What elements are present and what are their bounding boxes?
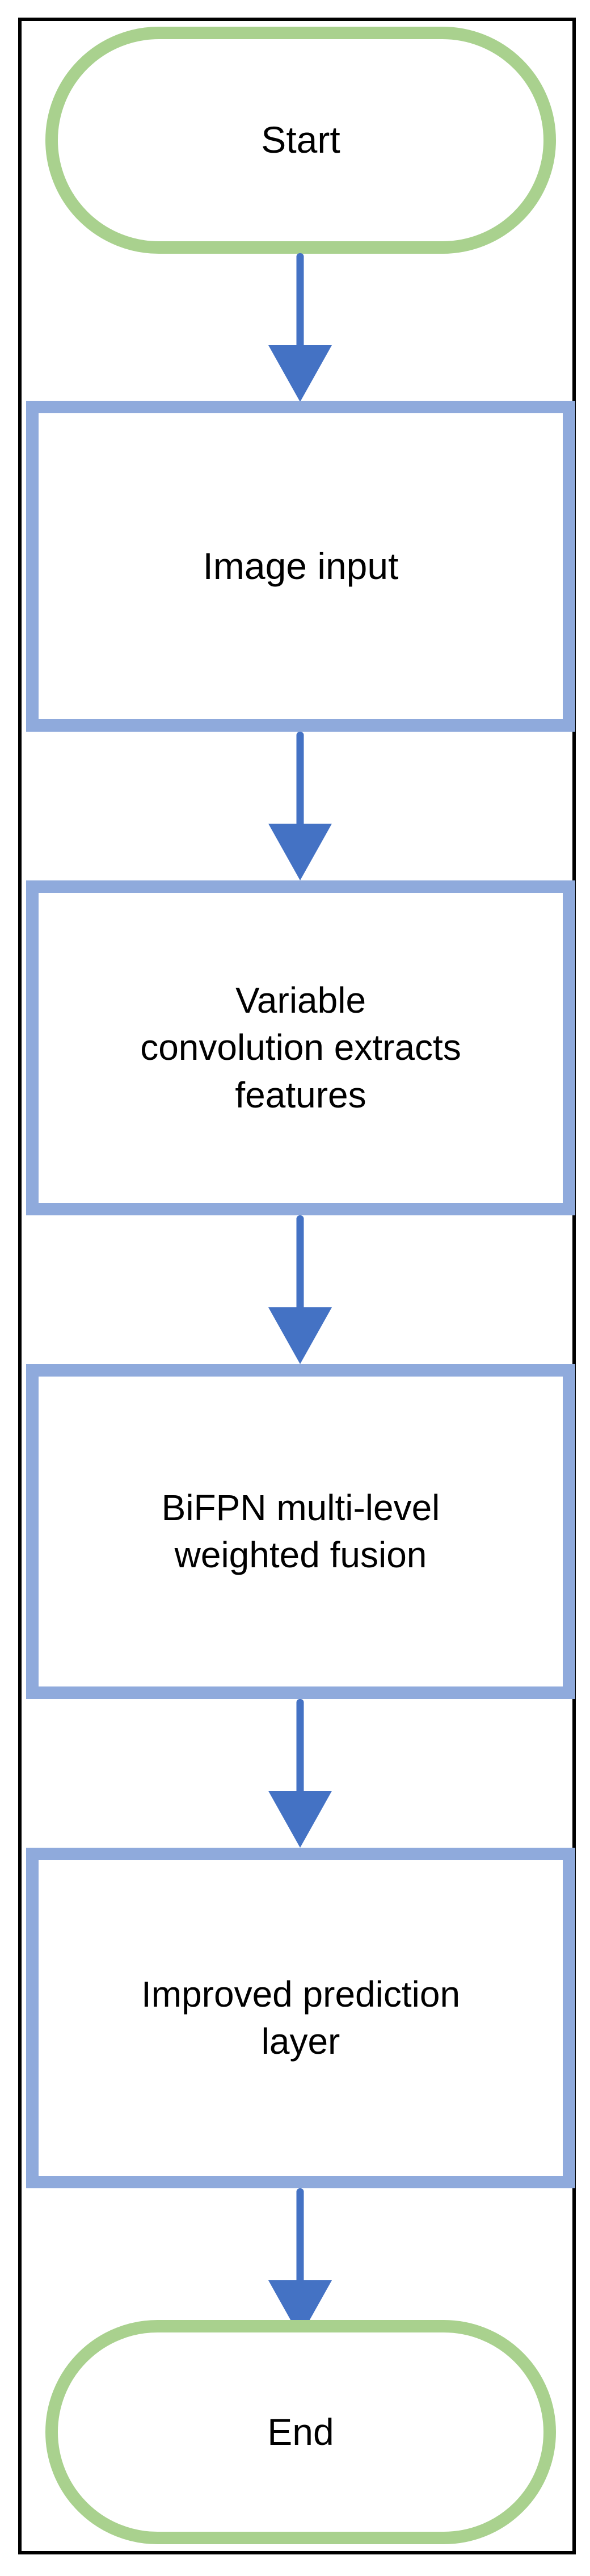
flow-node-end[interactable]: End [45,2320,556,2544]
flow-node-start-label: Start [261,119,340,161]
connector-shaft [296,732,304,824]
arrowhead-down-icon [268,824,332,880]
arrowhead-down-icon [268,1307,332,1364]
connector-shaft [296,253,304,345]
figure-frame: Start Image input Variable convolution e… [18,18,576,2554]
flow-node-start[interactable]: Start [45,27,556,254]
connector-bifpn-fusion-to-improved-prediction [266,1699,334,1848]
connector-shaft [296,1215,304,1307]
connector-improved-prediction-to-end [266,2188,334,2337]
flow-node-image-input[interactable]: Image input [26,401,575,732]
flow-node-improved-prediction[interactable]: Improved prediction layer [26,1848,575,2188]
arrowhead-down-icon [268,345,332,402]
flow-node-variable-convolution[interactable]: Variable convolution extracts features [26,880,575,1215]
flow-node-improved-prediction-label: Improved prediction layer [141,1973,461,2062]
flow-node-end-label: End [267,2410,334,2453]
connector-image-input-to-variable-convolution [266,732,334,880]
flow-node-bifpn-fusion[interactable]: BiFPN multi-level weighted fusion [26,1364,575,1699]
connector-shaft [296,1699,304,1791]
connector-variable-convolution-to-bifpn-fusion [266,1215,334,1364]
flow-node-bifpn-fusion-label: BiFPN multi-level weighted fusion [161,1487,440,1575]
flow-node-image-input-label: Image input [203,544,399,587]
flow-node-variable-convolution-label: Variable convolution extracts features [140,980,461,1115]
connector-start-to-image-input [266,253,334,402]
arrowhead-down-icon [268,1791,332,1848]
flowchart-canvas: Start Image input Variable convolution e… [22,21,579,2558]
connector-shaft [296,2188,304,2280]
